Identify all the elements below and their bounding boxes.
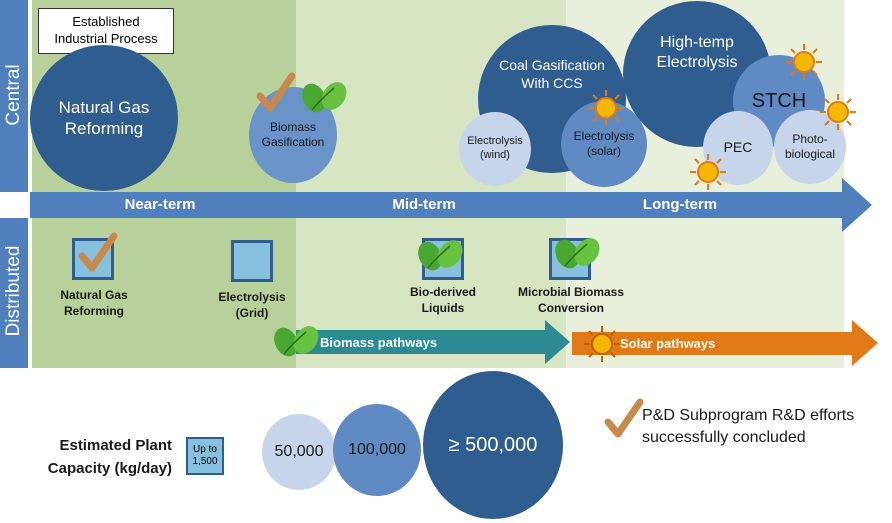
distributed-microbial-label: Microbial Biomass Conversion xyxy=(517,285,625,316)
sun-icon xyxy=(786,44,822,80)
distributed-side-bar: Distributed xyxy=(0,218,28,368)
distributed-electrolysis-grid-square xyxy=(231,240,273,282)
capacity-small-square: Up to 1,500 xyxy=(186,437,224,475)
distributed-natural-gas-label: Natural Gas Reforming xyxy=(60,288,128,319)
checkmark-icon xyxy=(78,232,118,272)
central-natural-gas-reforming: Natural Gas Reforming xyxy=(30,45,178,191)
central-electrolysis-wind: Electrolysis (wind) xyxy=(459,112,531,186)
central-photo-biological: Photo-biological xyxy=(774,110,846,184)
solar-pathways-label: Solar pathways xyxy=(620,336,716,351)
central-high-temp-electrolysis: High-temp Electrolysis xyxy=(623,1,771,147)
checkmark-icon xyxy=(256,72,296,112)
capacity-100000-circle: 100,000 xyxy=(333,404,421,496)
sun-icon xyxy=(820,94,856,130)
leaf-icon xyxy=(302,82,347,113)
sun-icon xyxy=(584,326,620,362)
phase-long-term: Long-term xyxy=(642,196,718,213)
leaf-icon xyxy=(274,326,319,357)
capacity-label: Estimated Plant Capacity (kg/day) xyxy=(47,437,172,478)
legend-check-note: P&D Subprogram R&D efforts successfully … xyxy=(642,407,855,446)
distributed-electrolysis-grid-label: Electrolysis (Grid) xyxy=(218,290,286,321)
checkmark-icon xyxy=(604,398,644,438)
leaf-icon xyxy=(555,238,600,269)
sun-icon xyxy=(588,90,624,126)
capacity-500000-circle: ≥ 500,000 xyxy=(423,371,563,519)
central-side-bar: Central xyxy=(0,0,28,192)
phase-mid-term: Mid-term xyxy=(392,196,456,213)
leaf-icon xyxy=(418,240,463,271)
distributed-bio-liquids-label: Bio-derived Liquids xyxy=(409,285,476,316)
capacity-50000-circle: 50,000 xyxy=(262,414,336,490)
established-process-box: Established Industrial Process xyxy=(38,8,174,54)
phase-near-term: Near-term xyxy=(124,196,196,213)
biomass-pathways-label: Biomass pathways xyxy=(320,335,438,350)
sun-icon xyxy=(690,154,726,190)
